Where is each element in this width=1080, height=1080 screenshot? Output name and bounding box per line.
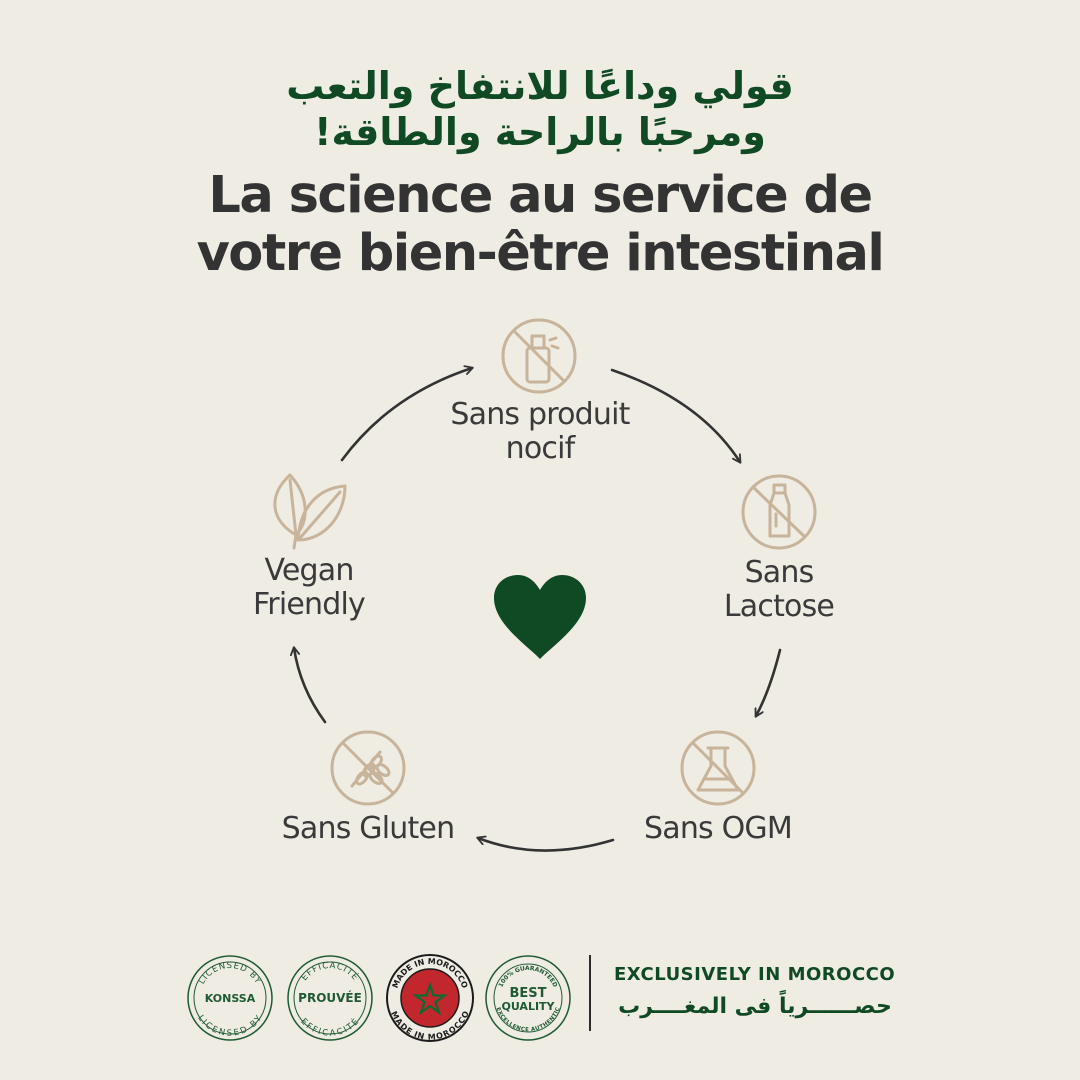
feature-label-sans-gluten: Sans Gluten (281, 811, 455, 846)
prouvee-badge: EFFICACITÉ EFFICACITÉ PROUVÉE (287, 955, 373, 1041)
cycle-arrow-3 (478, 838, 615, 852)
french-headline-line2: votre bien-être intestinal (196, 224, 885, 283)
prouvee-badge-center: PROUVÉE (298, 990, 362, 1005)
best-quality-badge: 100% GUARANTEED EXCELLENCE AUTHENTIC BES… (485, 955, 571, 1041)
cycle-arrow-2 (756, 648, 782, 716)
cycle-arrow-5 (340, 368, 472, 462)
moroccan-star-icon (412, 981, 448, 1016)
exclusive-english-text: EXCLUSIVELY IN MOROCCO (614, 964, 896, 985)
cycle-arrow-4 (294, 648, 327, 724)
arabic-headline-line1: قولي وداعًا للانتفاخ والتعب (286, 64, 794, 108)
feature-label-sans-ogm: Sans OGM (644, 811, 793, 846)
no-spray-bottle-icon (501, 318, 577, 394)
cycle-arrow-1 (610, 368, 740, 462)
exclusive-arabic-text: حصــــــرياً فى المغــــرب (618, 994, 892, 1019)
made-in-morocco-badge: MADE IN MOROCCO MADE IN MOROCCO (386, 954, 474, 1042)
konssa-badge-brand: KONSSA (205, 992, 256, 1005)
arabic-headline-line2: ومرحبًا بالراحة والطاقة! (314, 110, 766, 154)
leaf-icon (273, 473, 347, 550)
no-milk-bottle-icon (741, 474, 817, 550)
footer-divider (589, 955, 591, 1031)
no-gmo-flask-icon (680, 730, 756, 806)
konssa-license-badge: LICENSED BY LICENSED BY KONSSA (187, 955, 273, 1041)
quality-badge-line2: QUALITY (501, 1000, 555, 1013)
heart-icon (494, 575, 586, 659)
no-wheat-icon (330, 730, 406, 806)
quality-badge-line1: BEST (509, 986, 546, 1001)
french-headline-line1: La science au service de (208, 166, 873, 225)
